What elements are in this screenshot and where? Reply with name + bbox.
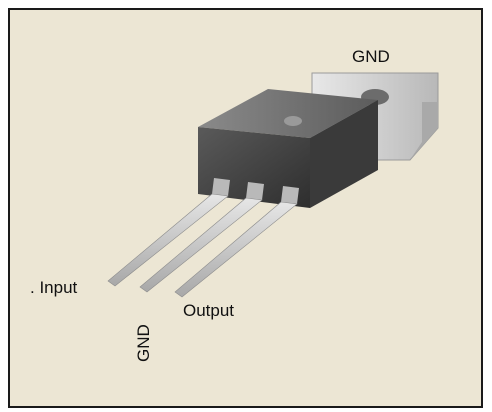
label-gnd-pin: GND bbox=[134, 324, 153, 362]
body-top-face bbox=[198, 89, 378, 138]
label-input: . Input bbox=[30, 278, 78, 297]
label-gnd-tab: GND bbox=[352, 47, 390, 66]
pins bbox=[107, 178, 299, 298]
regulator-diagram: GND . Input Output GND bbox=[30, 47, 439, 362]
body-side-face bbox=[310, 100, 378, 208]
pin-output bbox=[174, 186, 299, 298]
label-output: Output bbox=[183, 301, 234, 320]
pin-gnd bbox=[139, 182, 264, 293]
body-mark bbox=[284, 116, 302, 126]
pin-input bbox=[107, 178, 230, 287]
diagram-frame: GND . Input Output GND bbox=[8, 8, 483, 408]
